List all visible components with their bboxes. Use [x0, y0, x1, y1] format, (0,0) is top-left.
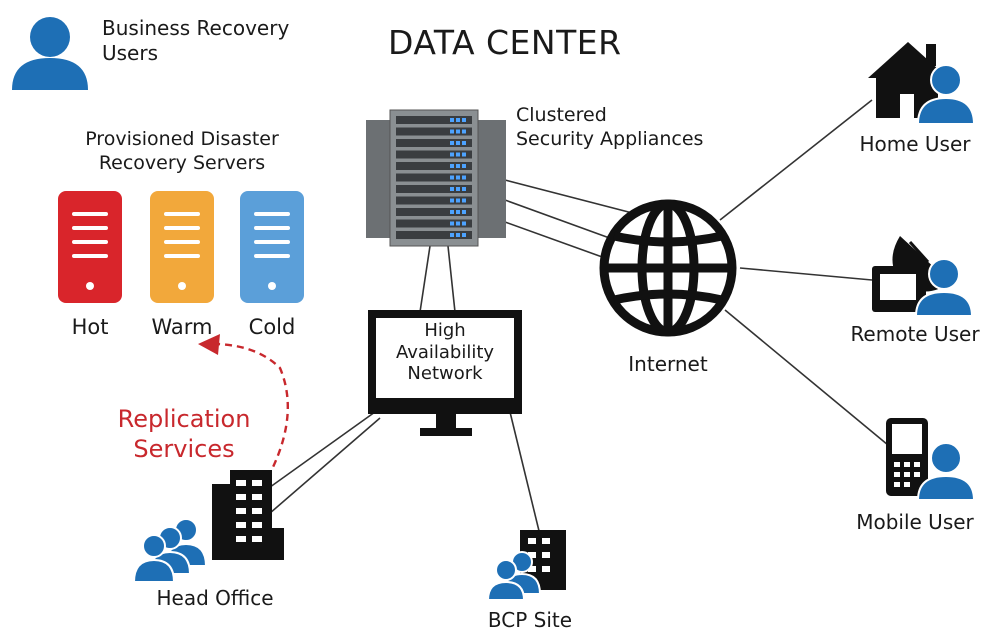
rack-led — [450, 221, 454, 226]
rack-unit — [396, 196, 472, 205]
replication-line2: Services — [133, 435, 235, 463]
connection-lines — [244, 99, 889, 536]
ha-line1: High — [424, 320, 466, 341]
internet-globe-icon — [599, 199, 737, 337]
rack-led — [462, 118, 466, 122]
server-hot-label: Hot — [71, 315, 109, 339]
rack-units — [396, 116, 472, 239]
provisioned-line1: Provisioned Disaster — [85, 128, 279, 150]
server-rack-icon — [366, 109, 506, 247]
bcp-users-icon — [486, 551, 542, 601]
rack-led — [462, 233, 466, 237]
replication-arrow — [198, 334, 289, 489]
rack-led — [450, 187, 454, 191]
rack-unit — [396, 185, 472, 193]
rack-led — [456, 175, 460, 180]
ha-line2: Availability — [395, 341, 495, 363]
rack-led — [450, 118, 454, 122]
remote-user-label: Remote User — [850, 322, 980, 346]
legend-label: Business Recovery Users — [102, 16, 289, 66]
remote-user-icon — [914, 258, 974, 317]
rack-led — [456, 198, 460, 203]
head-office-label: Head Office — [156, 586, 274, 610]
rack-unit — [396, 219, 472, 228]
page-title: DATA CENTER — [388, 23, 622, 62]
rack-unit — [396, 139, 472, 147]
rack-led — [456, 164, 460, 168]
rack-led — [456, 129, 460, 134]
legend-line1: Business Recovery — [102, 16, 290, 40]
legend-line2: Users — [102, 41, 159, 65]
ha-network-label: High Availability Network — [376, 320, 514, 385]
monitor-icon — [368, 310, 522, 436]
bcp-site-label: BCP Site — [487, 608, 573, 632]
rack-led — [450, 152, 454, 157]
rack-unit — [396, 231, 472, 239]
rack-led — [456, 187, 460, 191]
head-office-building-icon — [212, 470, 284, 560]
rack-unit — [396, 162, 472, 170]
rack-led — [456, 233, 460, 237]
internet-label: Internet — [628, 352, 708, 376]
rack-led — [462, 221, 466, 226]
rack-led — [456, 152, 460, 157]
server-warm-label: Warm — [151, 315, 213, 339]
server-hot-icon — [58, 191, 122, 303]
rack-led — [456, 118, 460, 122]
rack-unit — [396, 116, 472, 124]
rack-unit — [396, 127, 472, 136]
rack-led — [462, 129, 466, 134]
rack-led — [462, 164, 466, 168]
rack-unit — [396, 173, 472, 182]
rack-led — [462, 141, 466, 145]
appliances-label: Clustered Security Appliances — [516, 104, 703, 152]
rack-led — [462, 175, 466, 180]
rack-unit — [396, 208, 472, 216]
mobile-user-icon — [916, 442, 976, 501]
rack-led — [450, 198, 454, 203]
appliances-line2: Security Appliances — [516, 127, 704, 150]
home-user-icon — [916, 64, 976, 125]
rack-led — [450, 164, 454, 168]
rack-led — [450, 129, 454, 134]
rack-led — [456, 210, 460, 214]
rack-led — [462, 198, 466, 203]
business-user-icon — [12, 17, 88, 90]
replication-line1: Replication — [117, 405, 251, 433]
rack-led — [450, 141, 454, 145]
home-user-label: Home User — [859, 132, 971, 156]
mobile-user-label: Mobile User — [856, 510, 974, 534]
provisioned-line2: Recovery Servers — [98, 151, 266, 174]
head-office-users-icon — [132, 518, 208, 583]
server-warm-icon — [150, 191, 214, 303]
appliances-line1: Clustered — [516, 104, 607, 126]
rack-led — [450, 175, 454, 180]
server-cold-label: Cold — [248, 315, 296, 339]
rack-led — [462, 187, 466, 191]
rack-led — [456, 221, 460, 226]
ha-line3: Network — [407, 363, 483, 385]
satellite-dish-icon — [872, 236, 950, 312]
provisioned-servers-label: Provisioned Disaster Recovery Servers — [62, 128, 302, 176]
rack-led — [462, 210, 466, 214]
rack-led — [450, 233, 454, 237]
replication-label: Replication Services — [104, 404, 264, 464]
rack-unit — [396, 150, 472, 159]
rack-led — [456, 141, 460, 145]
mobile-phone-icon — [886, 418, 928, 496]
server-cold-icon — [240, 191, 304, 303]
rack-led — [462, 152, 466, 157]
rack-led — [450, 210, 454, 214]
